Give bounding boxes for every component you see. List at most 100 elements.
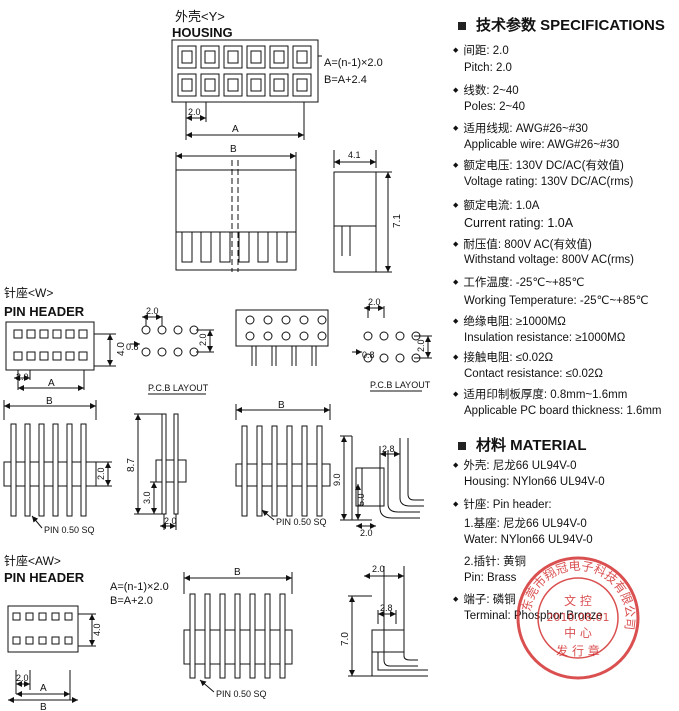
spec-temp-en: Working Temperature: -25℃~+85℃	[464, 295, 649, 307]
pin-circle	[245, 315, 255, 325]
pin-circle	[281, 331, 291, 341]
housing-slot	[276, 231, 288, 263]
pin-circle	[263, 315, 273, 325]
pcb2-hole: 0.8	[362, 350, 375, 360]
housing-cavity-inner	[181, 50, 193, 64]
pcb-hole	[173, 347, 183, 357]
ra-side-dim-mid: 5.0	[356, 493, 366, 506]
pin-circle	[317, 315, 327, 325]
square-bullet-icon	[458, 22, 466, 31]
housing-slot	[200, 231, 212, 263]
pcb-hole	[141, 347, 151, 357]
stamp-line-1: 文 控	[564, 593, 592, 608]
w-side-dim-pitch: 2.0	[164, 516, 177, 526]
housing-cavity-inner	[273, 78, 285, 92]
aw-dim-b: B	[40, 702, 47, 711]
housing-slot	[257, 231, 269, 263]
housing-cavity	[200, 73, 220, 97]
material-housing-en: Housing: NYlon66 UL94V-0	[464, 476, 605, 488]
pin	[271, 425, 278, 517]
spec-current-cn: 额定电流: 1.0A	[463, 197, 539, 213]
housing-dim-height: 7.1	[392, 214, 403, 228]
housing-cavity-inner	[227, 50, 239, 64]
w-dim-a: A	[48, 378, 55, 389]
pin-square	[65, 351, 75, 361]
housing-side-view	[333, 150, 392, 273]
housing-cavity	[177, 73, 197, 97]
pin-header-right-angle-front-view	[235, 404, 331, 521]
pcb-hole	[379, 353, 389, 363]
pin-circle	[263, 331, 273, 341]
housing-dim-b: B	[230, 144, 237, 155]
pcb1-pitch: 2.0	[146, 306, 159, 316]
housing-cavity	[292, 73, 312, 97]
housing-cavity	[269, 45, 289, 69]
pin-circle	[299, 331, 309, 341]
aw-front-pin-label: PIN 0.50 SQ	[216, 689, 267, 699]
housing-cavity-inner	[296, 78, 308, 92]
pin-header-aw-top-view	[7, 605, 96, 703]
spec-poles-en: Poles: 2~40	[464, 101, 526, 113]
w-dim-width: 4.0	[116, 342, 127, 356]
material-pin-en: Pin: Brass	[464, 572, 517, 584]
pcb-hole	[363, 331, 373, 341]
pin	[52, 423, 59, 517]
pin-square	[13, 329, 23, 339]
pin-circle	[317, 331, 327, 341]
housing-cavity	[200, 45, 220, 69]
pin	[80, 423, 87, 517]
housing-dim-pitch: 2.0	[188, 107, 201, 117]
pin-circle	[245, 331, 255, 341]
spec-wire-cn: 适用线规: AWG#26~#30	[463, 120, 588, 136]
housing-slot	[219, 231, 231, 263]
pin	[301, 425, 308, 517]
housing-cavity	[292, 45, 312, 69]
pin-header-w-top-view	[5, 321, 116, 391]
pin	[256, 425, 263, 517]
pin-square	[38, 612, 47, 621]
spec-pitch-en: Pitch: 2.0	[464, 62, 512, 74]
pin-square	[25, 636, 34, 645]
housing-formula-a: A=(n-1)×2.0	[324, 57, 383, 69]
pin-square	[51, 612, 60, 621]
pin-square	[38, 636, 47, 645]
pin	[264, 593, 271, 679]
pin	[66, 423, 73, 517]
aw-formula-a: A=(n-1)×2.0	[110, 581, 169, 593]
pin	[204, 593, 211, 679]
w-side-dim-total: 8.7	[126, 458, 137, 472]
ra-side-dim-pitch: 2.0	[360, 528, 373, 538]
housing-slot	[181, 231, 193, 263]
pcb-hole	[173, 325, 183, 335]
pin	[38, 423, 45, 517]
pin	[249, 593, 256, 679]
spec-contact-cn: 接触电阻: ≤0.02Ω	[463, 349, 553, 365]
aw-dim-pitch: 2.0	[16, 673, 29, 683]
housing-front-view	[175, 152, 297, 272]
company-stamp: 东莞市翔冠电子科技有限公司 文 控 2010.08.01 中 心 发 行 章	[516, 556, 640, 680]
spec-insulation-cn: 绝缘电阻: ≥1000MΩ	[463, 313, 565, 329]
spec-board-en: Applicable PC board thickness: 1.6mm	[464, 405, 662, 417]
spec-contact-en: Contact resistance: ≤0.02Ω	[464, 368, 603, 380]
pin-square	[78, 351, 88, 361]
ra-side-dim-total: 9.0	[332, 473, 342, 486]
pcb-layout-right-angle	[352, 305, 432, 392]
pin-square	[12, 636, 21, 645]
material-pin-header-cn: 针座: Pin header:	[463, 496, 551, 512]
stamp-line-3: 发 行 章	[556, 643, 600, 658]
pcb-hole	[157, 347, 167, 357]
housing-cavity-inner	[204, 78, 216, 92]
pin	[10, 423, 17, 517]
spec-withstand-cn: 耐压值: 800V AC(有效值)	[463, 236, 591, 252]
pcb-hole	[157, 325, 167, 335]
pcb1-row: 2.0	[198, 333, 208, 346]
pin-square	[78, 329, 88, 339]
aw-front-dim-b: B	[234, 567, 241, 578]
pin-square	[52, 351, 62, 361]
spec-poles-cn: 线数: 2~40	[463, 82, 518, 98]
w-front-dim-b: B	[46, 396, 53, 407]
pin	[24, 423, 31, 517]
pcb2-row: 2.0	[416, 339, 426, 352]
pin	[234, 593, 241, 679]
stamp-line-2: 中 心	[564, 625, 592, 640]
